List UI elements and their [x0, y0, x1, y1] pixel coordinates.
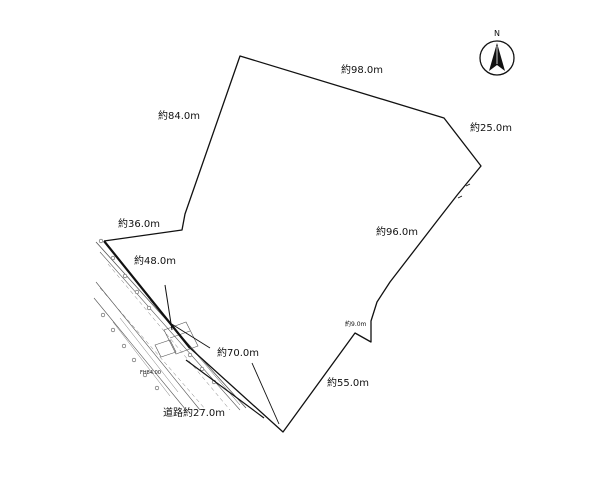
road-strip [93, 241, 247, 411]
road-frontage-2 [185, 359, 265, 419]
label-south-west: 約70.0m [217, 348, 260, 359]
corner-tick-ne [465, 183, 471, 187]
label-west-upper: 約36.0m [118, 219, 161, 230]
label-south: 約55.0m [327, 378, 370, 389]
label-east: 約96.0m [376, 227, 419, 238]
label-road-note: FH84.00 [140, 370, 161, 376]
corner-tick-e [457, 195, 463, 199]
parcel-divider [164, 284, 173, 331]
leader-line-55 [251, 362, 280, 425]
road-frontage [103, 240, 191, 349]
leader-line-70 [169, 322, 211, 349]
label-west-lower: 約48.0m [134, 256, 177, 267]
north-label: N [494, 29, 500, 38]
north-arrow-icon: N [475, 30, 519, 80]
parcel-boundary [103, 55, 482, 433]
road-markers [98, 238, 217, 391]
label-north-west: 約84.0m [158, 111, 201, 122]
label-north-east: 約25.0m [470, 123, 513, 134]
label-north-top: 約98.0m [341, 65, 384, 76]
label-east-notch: 約9.0m [345, 321, 367, 328]
label-road: 道路約27.0m [163, 408, 226, 419]
